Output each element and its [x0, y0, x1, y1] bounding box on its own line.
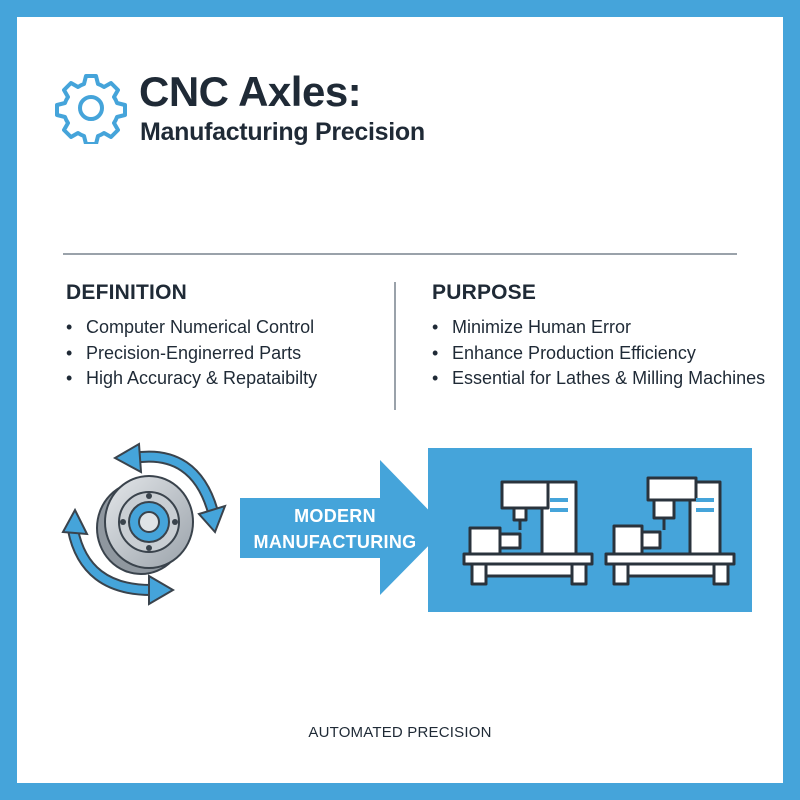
list-item: •Enhance Production Efficiency: [432, 342, 696, 363]
arrow-label: MODERN MANUFACTURING: [253, 506, 417, 552]
list-item: •Minimize Human Error: [432, 317, 632, 337]
gear-icon: [55, 74, 127, 144]
list-item: •Computer Numerical Control: [66, 317, 315, 337]
horizontal-divider: [63, 253, 737, 255]
milling-machine-icon: [604, 476, 736, 586]
vertical-divider: [394, 282, 396, 410]
footer-caption: AUTOMATED PRECISION: [308, 724, 492, 741]
page-title: CNC Axles:: [139, 68, 362, 115]
machines-panel: [428, 448, 752, 612]
list-item: •Precision-Enginerred Parts: [66, 342, 302, 363]
purpose-heading: PURPOSE: [432, 281, 537, 304]
purpose-list: •Minimize Human Error •Enhance Productio…: [432, 315, 772, 392]
definition-section: DEFINITION •Computer Numerical Control •…: [66, 281, 386, 392]
rotating-axle-icon: [61, 442, 227, 606]
flow-arrow: [240, 460, 446, 595]
lathe-machine-icon: [462, 480, 594, 586]
definition-heading: DEFINITION: [66, 281, 187, 304]
purpose-section: PURPOSE •Minimize Human Error •Enhance P…: [432, 281, 772, 392]
page-subtitle: Manufacturing Precision: [140, 118, 425, 146]
list-item: •High Accuracy & Repataibilty: [66, 368, 318, 388]
definition-list: •Computer Numerical Control •Precision-E…: [66, 315, 386, 392]
list-item: •Essential for Lathes & Milling Machines: [432, 368, 766, 388]
